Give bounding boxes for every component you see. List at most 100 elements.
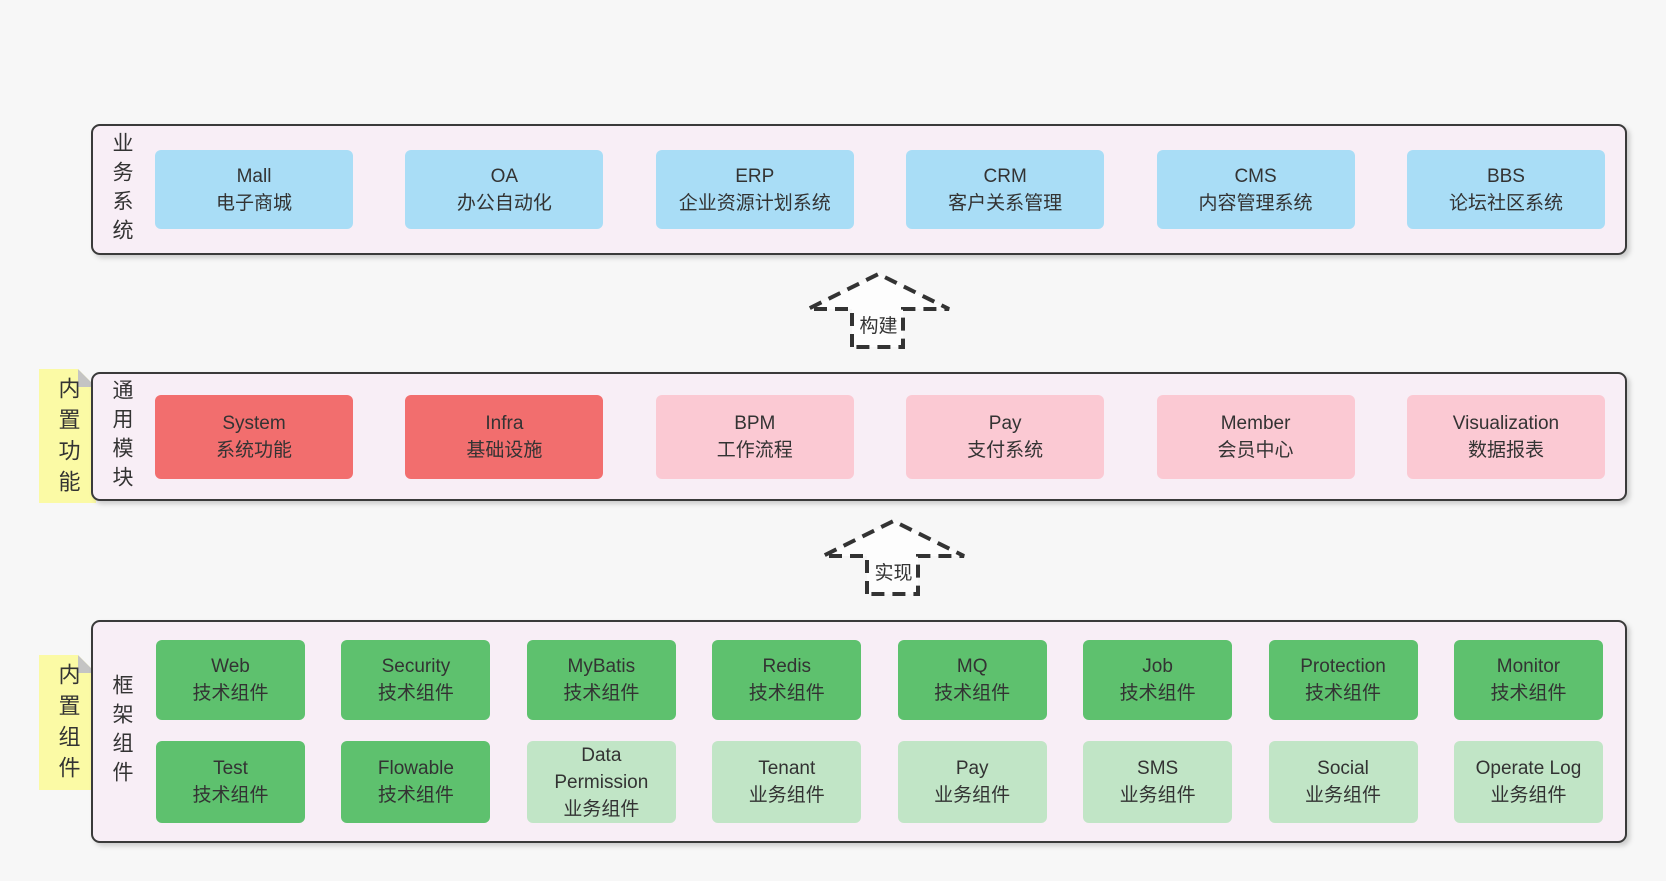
box-system: System 系统功能 (155, 394, 353, 479)
box-social: Social 业务组件 (1268, 741, 1418, 823)
sticky-note-builtin-components: 内置组件 (39, 655, 96, 790)
box-subtitle: 内容管理系统 (1198, 192, 1313, 214)
box-subtitle: 会员中心 (1217, 439, 1294, 461)
box-subtitle: 业务组件 (748, 785, 825, 806)
box-subtitle: 技术组件 (934, 683, 1011, 704)
box-subtitle: 工作流程 (716, 439, 793, 461)
box-title: Redis (762, 656, 812, 677)
box-title: OA (490, 165, 519, 187)
box-title: SMS (1137, 758, 1179, 779)
box-crm: CRM 客户关系管理 (906, 150, 1105, 229)
box-web: Web 技术组件 (156, 640, 305, 720)
arrow-build: 构建 (805, 270, 952, 350)
box-subtitle: 企业资源计划系统 (678, 192, 831, 214)
box-pay-business: Pay 业务组件 (897, 741, 1047, 823)
framework-row-1: Web 技术组件 Security 技术组件 MyBatis 技术组件 Redi… (156, 640, 1603, 720)
box-mybatis: MyBatis 技术组件 (526, 640, 676, 720)
arrow-implement: 实现 (820, 517, 967, 597)
sticky-note-label: 内置组件 (55, 663, 81, 788)
up-arrow-icon (822, 518, 965, 596)
box-monitor: Monitor 技术组件 (1453, 640, 1603, 720)
box-member: Member 会员中心 (1156, 394, 1355, 479)
box-subtitle: 基础设施 (466, 439, 543, 461)
box-title: Infra (485, 412, 524, 434)
box-subtitle: 系统功能 (215, 439, 292, 461)
arrow-build-label: 构建 (859, 316, 898, 337)
box-title: BBS (1486, 165, 1525, 187)
up-arrow-icon (807, 271, 950, 349)
box-title: Data Permission (554, 744, 649, 793)
box-title: Security (381, 656, 451, 677)
band-label-common-modules: 通用模块 (110, 378, 133, 495)
box-erp: ERP 企业资源计划系统 (655, 150, 854, 229)
box-subtitle: 技术组件 (1305, 683, 1382, 704)
box-title: Tenant (758, 758, 816, 779)
box-subtitle: 技术组件 (192, 785, 269, 806)
business-systems-row: Mall 电子商城 OA 办公自动化 ERP 企业资源计划系统 CRM 客户关系… (155, 126, 1605, 253)
box-bbs: BBS 论坛社区系统 (1406, 150, 1605, 229)
box-subtitle: 业务组件 (1490, 785, 1567, 806)
box-cms: CMS 内容管理系统 (1156, 150, 1355, 229)
box-title: Member (1220, 412, 1291, 434)
box-data-permission: Data Permission 业务组件 (526, 741, 676, 823)
box-title: Pay (988, 412, 1022, 434)
box-title: Job (1142, 656, 1173, 677)
band-label-framework-components: 框架组件 (110, 673, 133, 790)
box-title: Flowable (377, 758, 454, 779)
sticky-note-label: 内置功能 (55, 376, 81, 501)
box-visualization: Visualization 数据报表 (1406, 394, 1605, 479)
box-pay-system: Pay 支付系统 (906, 394, 1105, 479)
box-mq: MQ 技术组件 (897, 640, 1047, 720)
band-framework-components: 框架组件 Web 技术组件 Security 技术组件 MyBatis 技术组件… (91, 620, 1627, 843)
box-subtitle: 论坛社区系统 (1448, 192, 1563, 214)
framework-row-2: Test 技术组件 Flowable 技术组件 Data Permission … (156, 741, 1603, 823)
box-subtitle: 技术组件 (748, 683, 825, 704)
box-title: Protection (1300, 656, 1386, 677)
box-subtitle: 业务组件 (563, 798, 640, 820)
box-subtitle: 技术组件 (1490, 683, 1567, 704)
box-subtitle: 电子商城 (215, 192, 292, 214)
box-subtitle: 技术组件 (192, 683, 269, 704)
box-title: ERP (735, 165, 775, 187)
box-title: Pay (955, 758, 989, 779)
box-title: MyBatis (567, 656, 636, 677)
box-title: Visualization (1452, 412, 1560, 434)
box-subtitle: 技术组件 (563, 683, 640, 704)
box-title: Mall (236, 165, 272, 187)
box-title: Monitor (1496, 656, 1561, 677)
box-subtitle: 技术组件 (377, 785, 454, 806)
box-subtitle: 技术组件 (1119, 683, 1196, 704)
band-label-business-systems: 业务系统 (110, 131, 133, 248)
common-modules-row: System 系统功能 Infra 基础设施 BPM 工作流程 Pay 支付系统… (155, 374, 1605, 499)
box-flowable: Flowable 技术组件 (341, 741, 491, 823)
box-title: CMS (1234, 165, 1277, 187)
box-operate-log: Operate Log 业务组件 (1453, 741, 1603, 823)
box-bpm: BPM 工作流程 (655, 394, 854, 479)
box-test: Test 技术组件 (156, 741, 305, 823)
box-title: System (222, 412, 286, 434)
box-title: CRM (983, 165, 1027, 187)
sticky-note-builtin-features: 内置功能 (39, 369, 96, 503)
box-redis: Redis 技术组件 (712, 640, 862, 720)
box-subtitle: 数据报表 (1467, 439, 1544, 461)
box-sms: SMS 业务组件 (1083, 741, 1233, 823)
band-business-systems: 业务系统 Mall 电子商城 OA 办公自动化 ERP 企业资源计划系统 CRM… (91, 124, 1627, 255)
box-subtitle: 业务组件 (934, 785, 1011, 806)
box-subtitle: 支付系统 (967, 439, 1044, 461)
box-security: Security 技术组件 (341, 640, 491, 720)
box-subtitle: 业务组件 (1119, 785, 1196, 806)
box-job: Job 技术组件 (1083, 640, 1233, 720)
box-oa: OA 办公自动化 (405, 150, 604, 229)
box-subtitle: 技术组件 (377, 683, 454, 704)
box-subtitle: 办公自动化 (456, 192, 552, 214)
box-subtitle: 业务组件 (1305, 785, 1382, 806)
box-title: Web (211, 656, 250, 677)
band-common-modules: 通用模块 System 系统功能 Infra 基础设施 BPM 工作流程 Pay… (91, 372, 1627, 501)
box-protection: Protection 技术组件 (1268, 640, 1418, 720)
box-mall: Mall 电子商城 (155, 150, 353, 229)
box-tenant: Tenant 业务组件 (712, 741, 862, 823)
box-subtitle: 客户关系管理 (948, 192, 1063, 214)
box-title: Test (213, 758, 248, 779)
box-title: MQ (956, 656, 988, 677)
